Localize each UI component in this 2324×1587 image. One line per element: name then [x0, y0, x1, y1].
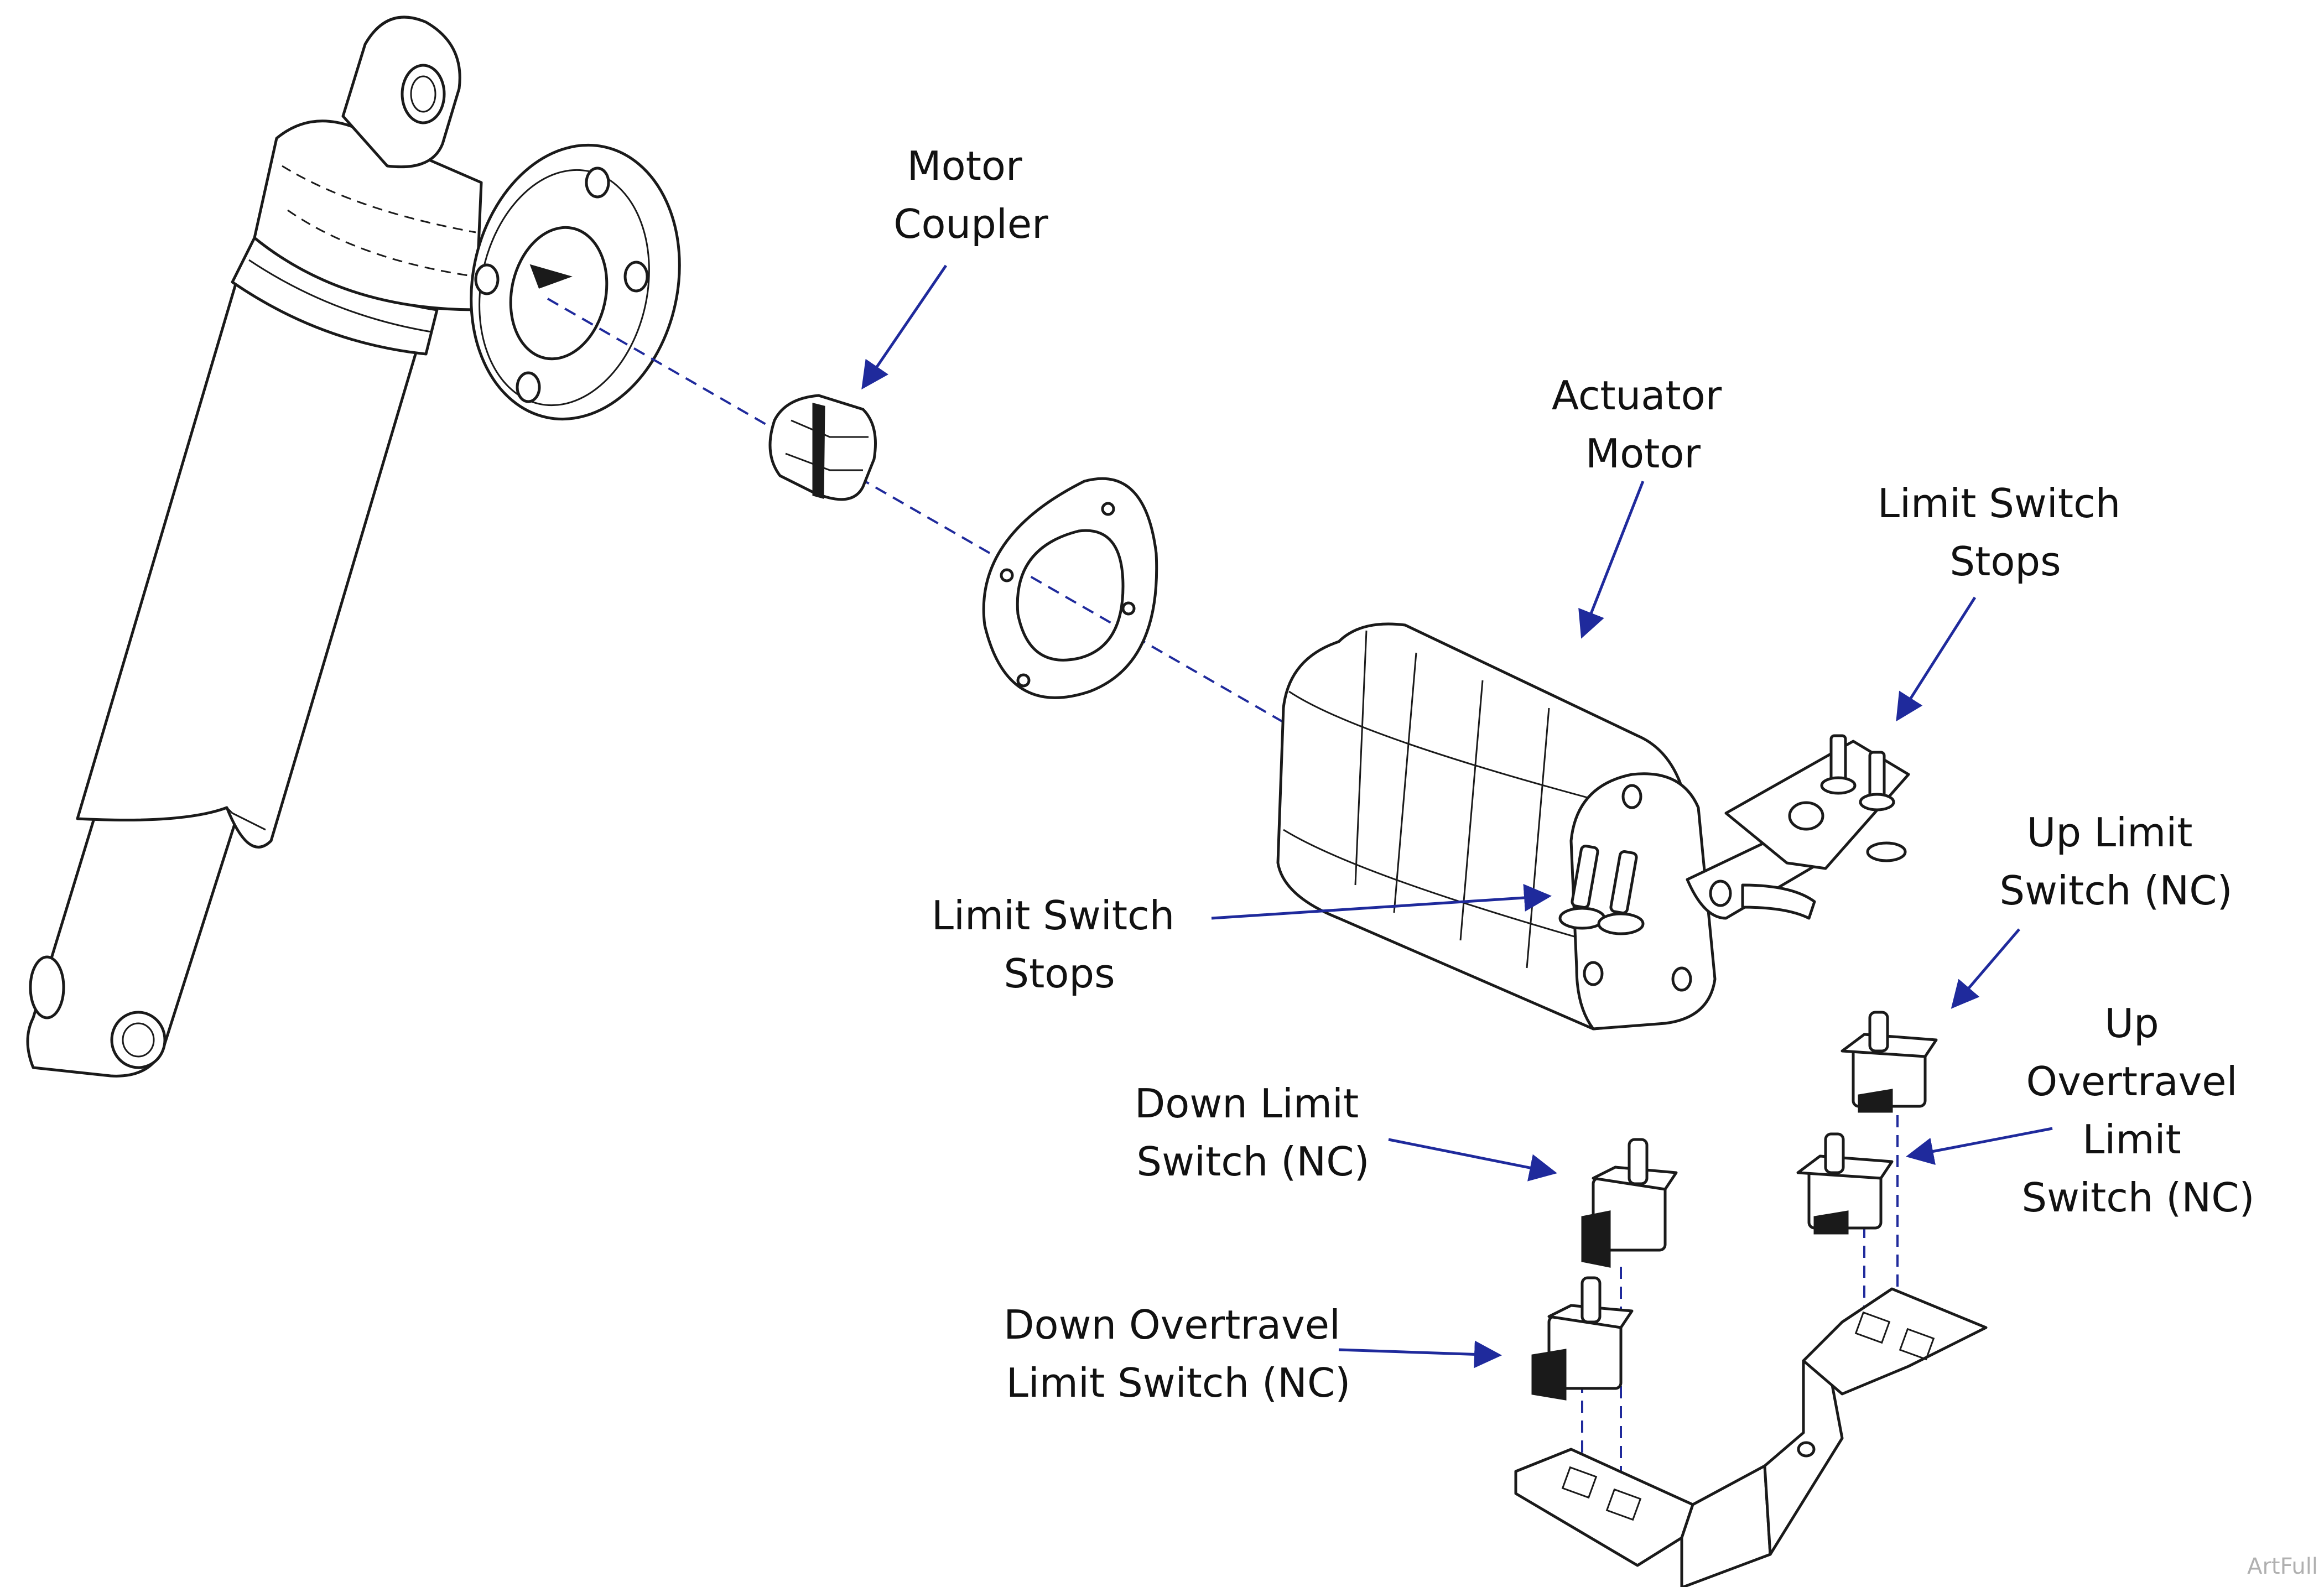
switch-mounting-bracket — [1514, 1287, 1988, 1587]
watermark: ArtFull — [2247, 1554, 2318, 1579]
down-overtravel-limit-switch — [1531, 1276, 1634, 1401]
up-limit-switch — [1841, 1011, 1938, 1113]
label-down-overtravel-limit-switch: Down Overtravel Limit Switch (NC) — [1004, 1302, 1353, 1406]
actuator-motor-leader — [1578, 481, 1645, 639]
actuator-motor — [1276, 622, 1910, 1031]
motor-coupler — [768, 394, 877, 501]
label-up-overtravel-limit-switch: Up Overtravel Limit Switch (NC) — [2021, 1000, 2254, 1221]
down-limit-switch-leader — [1388, 1138, 1557, 1182]
label-motor-coupler: Motor Coupler — [893, 143, 1048, 247]
assembly-axis — [547, 298, 1317, 742]
motor-coupler-leader — [861, 264, 948, 390]
gasket — [982, 477, 1158, 699]
limit-switch-stops-top-leader — [1896, 596, 1977, 722]
label-limit-switch-stops-top: Limit Switch Stops — [1878, 480, 2133, 585]
label-actuator-motor: Actuator Motor — [1552, 372, 1734, 477]
label-up-limit-switch: Up Limit Switch (NC) — [1999, 809, 2232, 914]
leader-arrows — [861, 264, 2053, 1369]
label-limit-switch-stops-mid: Limit Switch Stops — [932, 892, 1187, 997]
up-overtravel-limit-switch-leader — [1906, 1127, 2053, 1165]
actuator-cylinder — [26, 15, 681, 1078]
up-limit-switch-leader — [1951, 928, 2020, 1009]
limit-switch-stops-mid-leader — [1211, 883, 1552, 920]
down-overtravel-limit-switch-leader — [1338, 1340, 1502, 1369]
label-down-limit-switch: Down Limit Switch (NC) — [1135, 1080, 1371, 1185]
up-overtravel-limit-switch — [1796, 1132, 1894, 1235]
down-limit-switch — [1581, 1138, 1678, 1268]
